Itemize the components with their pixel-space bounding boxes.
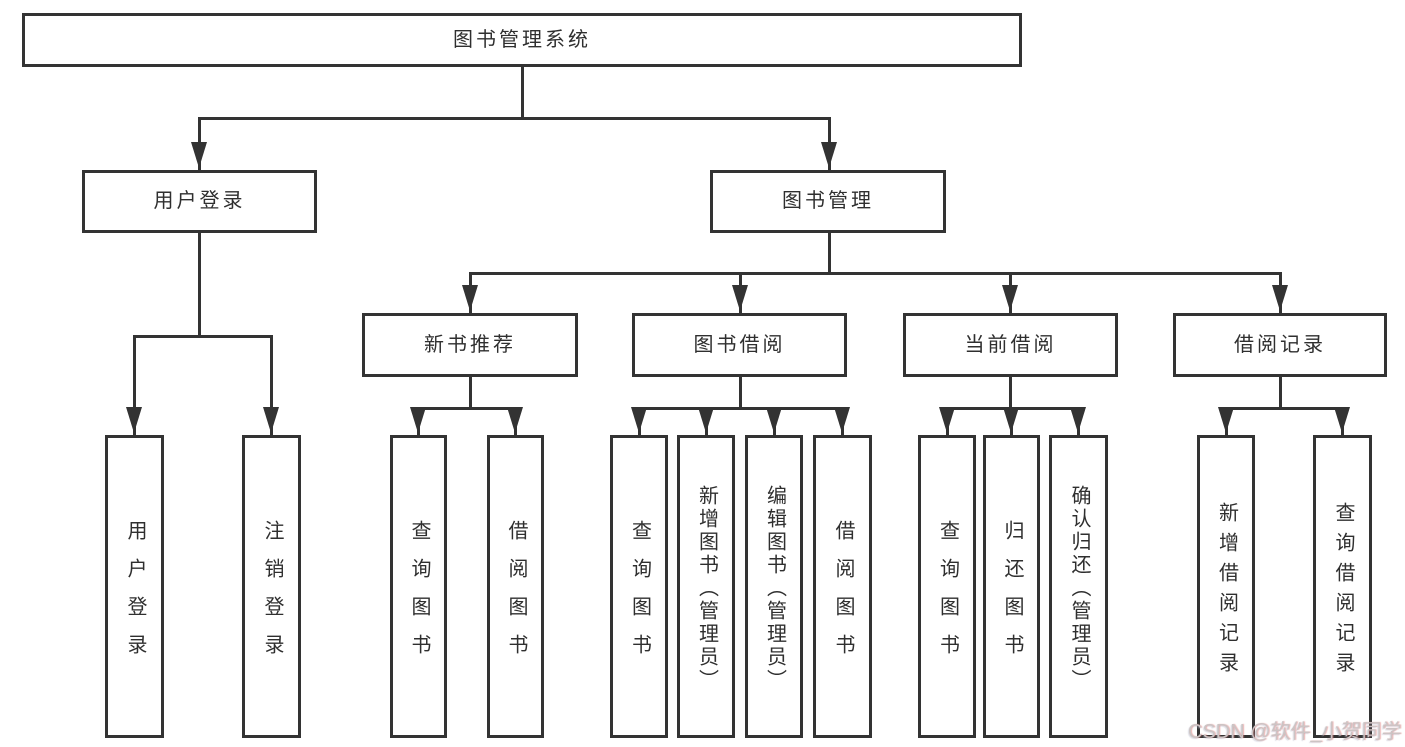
connector-line — [468, 271, 1282, 275]
arrow-down-icon — [821, 142, 837, 168]
connector-line — [520, 65, 524, 120]
arrow-down-icon — [1070, 407, 1086, 433]
arrow-down-icon — [939, 407, 955, 433]
arrow-down-icon — [766, 407, 782, 433]
node-label-root: 图书管理系统 — [453, 28, 591, 51]
arrow-down-icon — [1334, 407, 1350, 433]
arrow-down-icon — [834, 407, 850, 433]
connector-line — [197, 116, 831, 120]
connector-line — [1008, 375, 1012, 410]
node-query-borrow-record: 查询借阅记录 — [1313, 435, 1372, 738]
arrow-down-icon — [1218, 407, 1234, 433]
node-label-logout-login: 注销登录 — [261, 519, 283, 672]
node-label-borrow-book: 借阅图书 — [832, 519, 854, 672]
node-add-book-admin: 新增图书（管理员） — [677, 435, 735, 738]
connector-line — [416, 406, 517, 410]
connector-line — [637, 406, 844, 410]
connector-line — [1224, 406, 1344, 410]
arrow-down-icon — [462, 285, 478, 311]
arrow-down-icon — [1003, 407, 1019, 433]
node-label-query-book-current: 查询图书 — [936, 519, 959, 672]
node-query-book-recommend: 查询图书 — [390, 435, 447, 738]
connector-line — [132, 334, 136, 437]
node-label-query-book-borrow: 查询图书 — [628, 519, 651, 672]
node-label-return-book: 归还图书 — [1001, 519, 1023, 672]
node-new-book-recommend: 新书推荐 — [362, 313, 578, 377]
node-label-user-login: 用户登录 — [124, 519, 146, 672]
node-query-book-current: 查询图书 — [918, 435, 976, 738]
arrow-down-icon — [263, 407, 279, 433]
node-add-borrow-record: 新增借阅记录 — [1197, 435, 1255, 738]
node-edit-book-admin: 编辑图书（管理员） — [745, 435, 803, 738]
node-current-borrow: 当前借阅 — [903, 313, 1118, 377]
node-label-new-book-recommend: 新书推荐 — [424, 333, 516, 356]
arrow-down-icon — [732, 285, 748, 311]
node-confirm-return-admin: 确认归还（管理员） — [1049, 435, 1108, 738]
arrow-down-icon — [1002, 285, 1018, 311]
node-logout-login: 注销登录 — [242, 435, 301, 738]
node-label-book-borrow: 图书借阅 — [693, 333, 786, 356]
arrow-down-icon — [1272, 285, 1288, 311]
node-label-user-login-module: 用户登录 — [153, 190, 246, 212]
node-label-book-management: 图书管理 — [782, 190, 874, 212]
node-borrow-book: 借阅图书 — [813, 435, 872, 738]
node-borrow-record: 借阅记录 — [1173, 313, 1387, 377]
node-return-book: 归还图书 — [983, 435, 1040, 738]
arrow-down-icon — [507, 407, 523, 433]
arrow-down-icon — [631, 407, 647, 433]
node-root: 图书管理系统 — [22, 13, 1022, 67]
node-book-borrow: 图书借阅 — [632, 313, 847, 377]
connector-line — [197, 231, 201, 338]
node-label-query-book-recommend: 查询图书 — [408, 519, 430, 672]
arrow-down-icon — [191, 142, 207, 168]
node-label-add-borrow-record: 新增借阅记录 — [1215, 501, 1238, 682]
node-label-add-book-admin: 新增图书（管理员） — [695, 484, 718, 692]
node-label-confirm-return-admin: 确认归还（管理员） — [1068, 484, 1090, 692]
connector-line — [468, 375, 472, 410]
connector-line — [1278, 375, 1282, 410]
arrow-down-icon — [126, 407, 142, 433]
connector-line — [827, 231, 831, 275]
connector-line — [269, 334, 273, 437]
node-label-edit-book-admin: 编辑图书（管理员） — [763, 484, 786, 692]
csdn-watermark: CSDN @软件_小贺同学 — [1188, 721, 1402, 743]
connector-line — [738, 375, 742, 410]
connector-line — [132, 334, 273, 338]
arrow-down-icon — [698, 407, 714, 433]
node-user-login: 用户登录 — [105, 435, 164, 738]
arrow-down-icon — [410, 407, 426, 433]
node-book-management: 图书管理 — [710, 170, 946, 233]
node-label-current-borrow: 当前借阅 — [964, 333, 1057, 356]
node-user-login-module: 用户登录 — [82, 170, 317, 233]
node-borrow-book-recommend: 借阅图书 — [487, 435, 544, 738]
node-label-borrow-book-recommend: 借阅图书 — [505, 519, 527, 672]
node-query-book-borrow: 查询图书 — [610, 435, 668, 738]
node-label-query-borrow-record: 查询借阅记录 — [1332, 501, 1354, 682]
node-label-borrow-record: 借阅记录 — [1234, 333, 1326, 356]
